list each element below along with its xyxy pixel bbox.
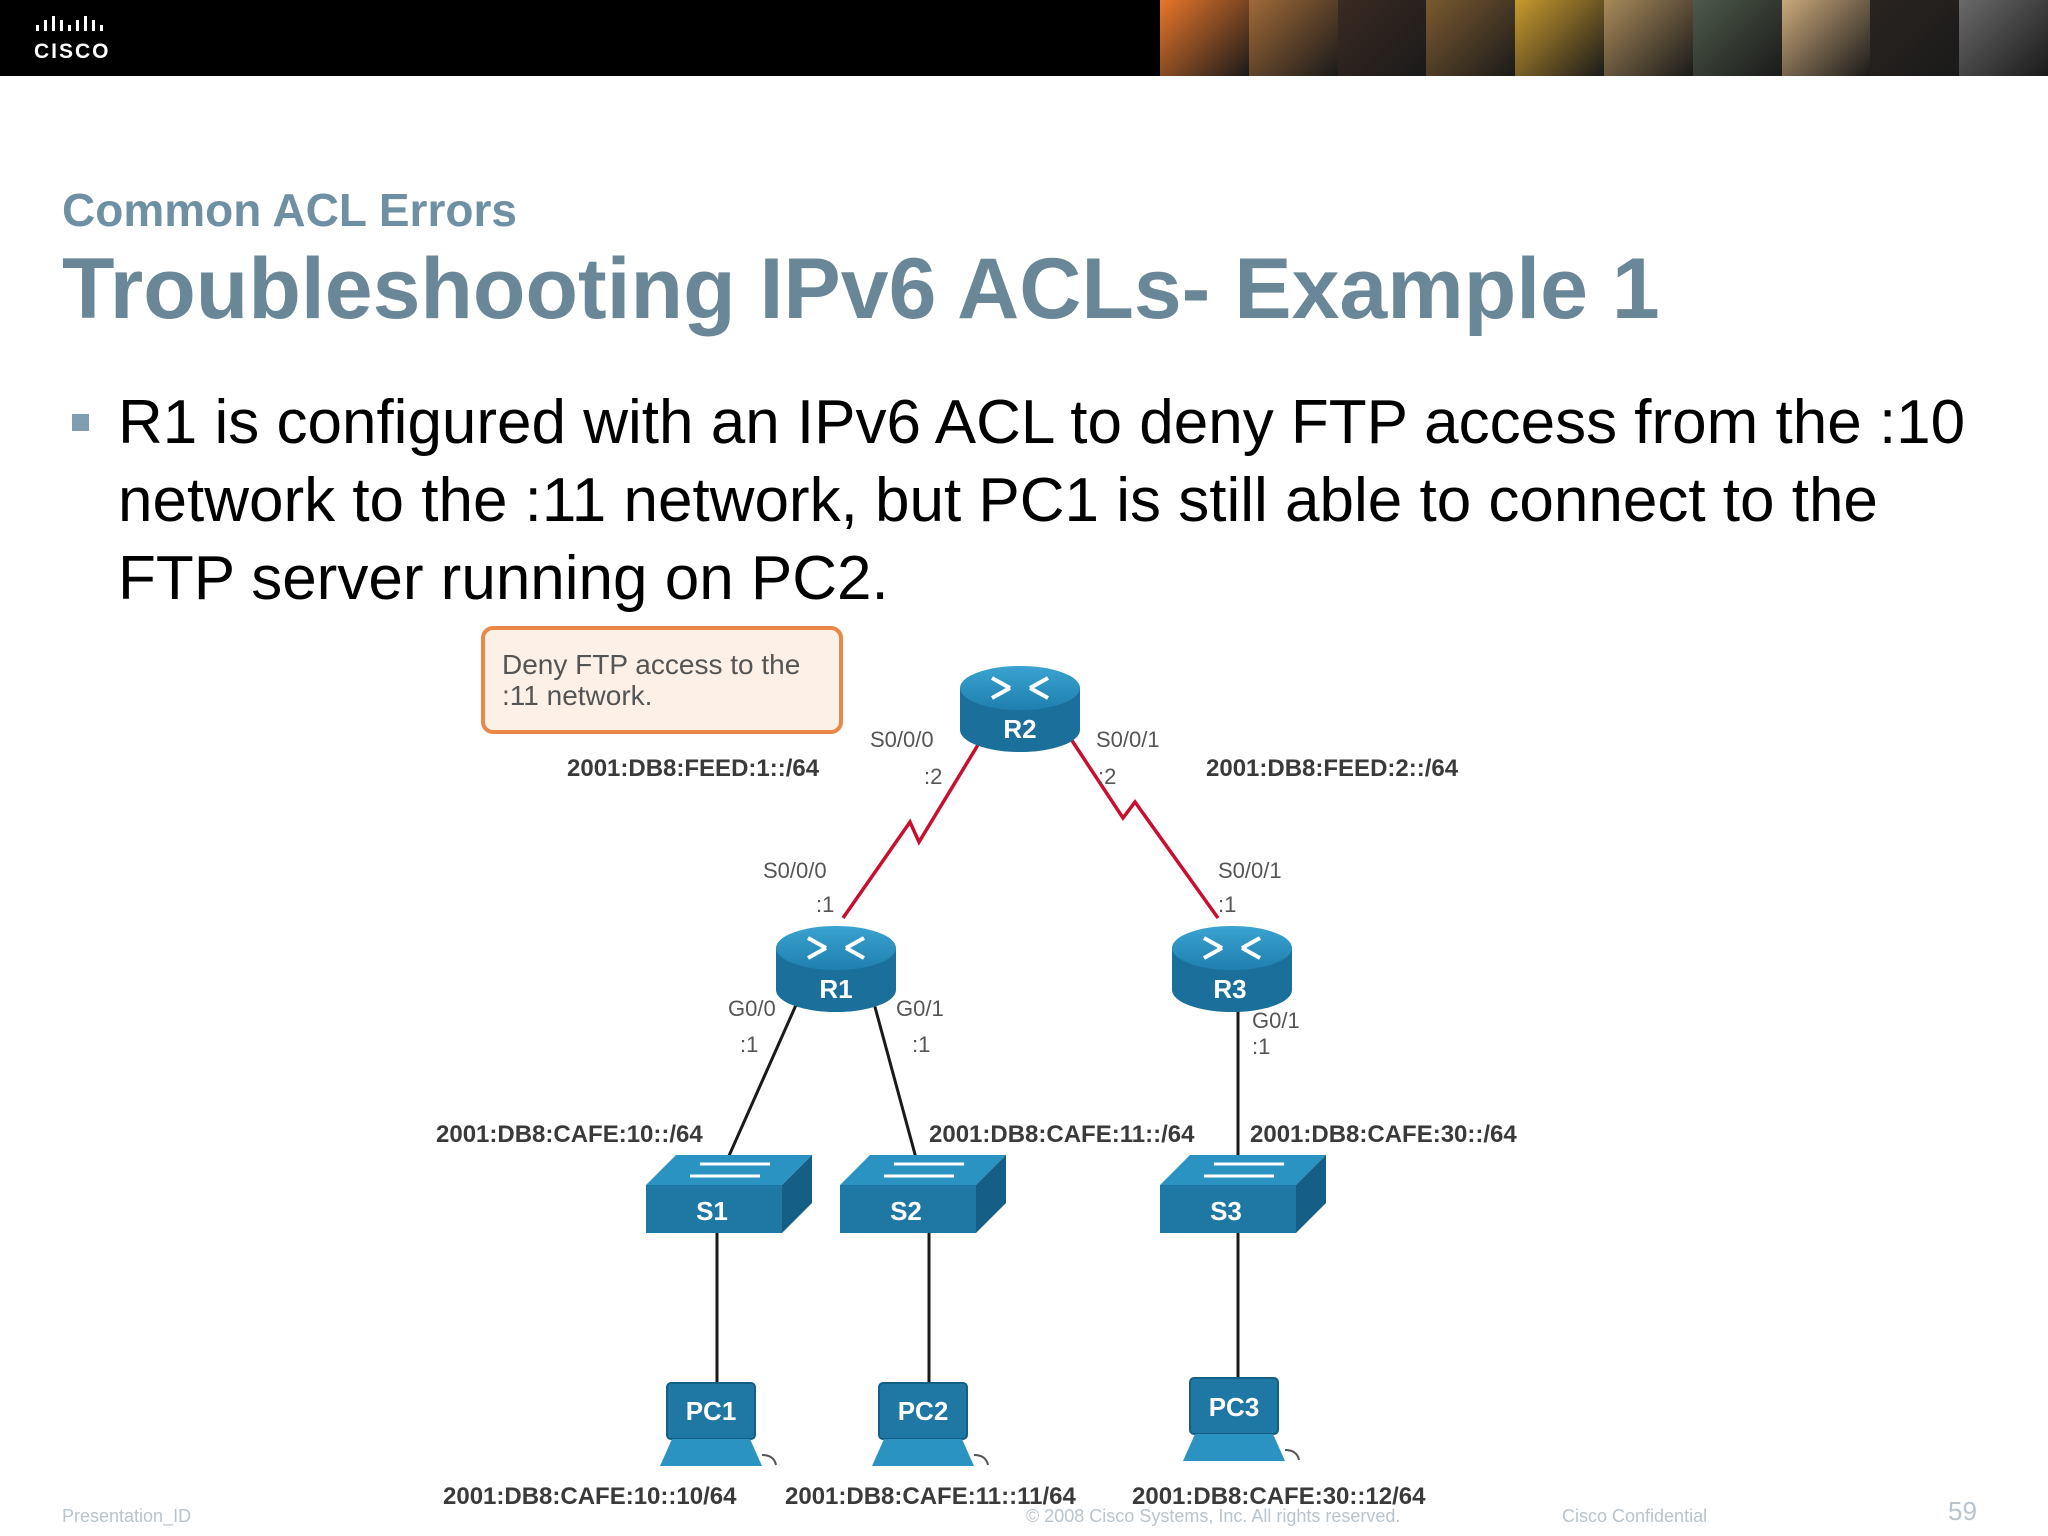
switch-arrows-icon	[1204, 1162, 1284, 1178]
link-r1-s2	[870, 995, 918, 1159]
footer-copyright: © 2008 Cisco Systems, Inc. All rights re…	[1026, 1506, 1401, 1526]
footer-confidential: Cisco Confidential	[1562, 1506, 1708, 1526]
router-r1-label: R1	[819, 974, 852, 1004]
r2-s001-addr: :2	[1098, 764, 1116, 789]
router-arrows-icon	[807, 936, 865, 960]
pc-2[interactable]: PC2	[872, 1382, 989, 1466]
network-cafe-30: 2001:DB8:CAFE:30::/64	[1250, 1121, 1517, 1148]
cisco-logo-icon	[36, 16, 103, 31]
header-photo	[1426, 0, 1516, 76]
router-r2[interactable]: R2	[960, 666, 1080, 752]
link-r1-s1	[726, 995, 802, 1159]
router-r3-label: R3	[1213, 974, 1246, 1004]
pc-3-label: PC3	[1209, 1392, 1260, 1422]
network-feed-2: 2001:DB8:FEED:2::/64	[1206, 755, 1459, 782]
pc-1-label: PC1	[686, 1396, 737, 1426]
pc-2-label: PC2	[898, 1396, 949, 1426]
bullet-text: R1 is configured with an IPv6 ACL to den…	[118, 388, 1966, 613]
header-photo	[1603, 0, 1693, 76]
r1-g00-label: G0/0	[728, 996, 776, 1021]
serial-link-r2-r3	[1063, 729, 1220, 920]
pc-1[interactable]: PC1	[660, 1382, 777, 1466]
r3-g01-label: G0/1	[1252, 1008, 1300, 1033]
bullet-marker	[72, 414, 89, 431]
network-feed-1: 2001:DB8:FEED:1::/64	[567, 755, 820, 782]
r1-g01-label: G0/1	[896, 996, 944, 1021]
serial-link-r1-r2	[841, 729, 989, 920]
header-photo	[1248, 0, 1338, 76]
r3-s001-label: S0/0/1	[1218, 858, 1282, 883]
switch-s3[interactable]: S3	[1160, 1155, 1326, 1233]
r1-g00-addr: :1	[740, 1032, 758, 1057]
network-cafe-10: 2001:DB8:CAFE:10::/64	[436, 1121, 703, 1148]
header-photo	[1515, 0, 1604, 76]
pc-2-address: 2001:DB8:CAFE:11::11/64	[785, 1483, 1076, 1510]
header-photo	[1337, 0, 1427, 76]
page-number: 59	[1948, 1496, 1977, 1526]
router-r3[interactable]: R3	[1172, 926, 1292, 1012]
switch-arrows-icon	[884, 1162, 964, 1178]
switch-s3-label: S3	[1210, 1196, 1242, 1226]
r2-s000-label: S0/0/0	[870, 727, 934, 752]
header-photo-strip	[1160, 0, 2048, 76]
switch-s2[interactable]: S2	[840, 1155, 1006, 1233]
pc-3-address: 2001:DB8:CAFE:30::12/64	[1132, 1483, 1426, 1510]
r2-s000-addr: :2	[924, 764, 942, 789]
r1-s000-label: S0/0/0	[763, 858, 827, 883]
switch-s1-label: S1	[696, 1196, 728, 1226]
header-photo	[1959, 0, 2048, 76]
r2-s001-label: S0/0/1	[1096, 727, 1160, 752]
header-photo	[1160, 0, 1249, 76]
header-photo	[1870, 0, 1960, 76]
acl-callout: Deny FTP access to the :11 network.	[481, 626, 843, 734]
router-r2-label: R2	[1003, 714, 1036, 744]
router-arrows-icon	[991, 676, 1049, 700]
callout-line-2: :11 network.	[502, 680, 652, 711]
router-r1[interactable]: R1	[776, 926, 896, 1012]
footer-presentation-id: Presentation_ID	[62, 1506, 192, 1526]
slide-title: Troubleshooting IPv6 ACLs- Example 1	[62, 241, 1660, 337]
r3-g01-addr: :1	[1252, 1034, 1270, 1059]
pc-3[interactable]: PC3	[1183, 1377, 1300, 1461]
logo-text: CISCO	[34, 40, 111, 63]
r3-s001-addr: :1	[1218, 892, 1236, 917]
header-photo	[1692, 0, 1782, 76]
pc-1-address: 2001:DB8:CAFE:10::10/64	[443, 1483, 737, 1510]
header-bar: CISCO	[0, 0, 2048, 76]
network-cafe-11: 2001:DB8:CAFE:11::/64	[929, 1121, 1195, 1148]
slide-subtitle: Common ACL Errors	[62, 184, 517, 236]
callout-line-1: Deny FTP access to the	[502, 649, 800, 680]
router-arrows-icon	[1203, 936, 1261, 960]
switch-arrows-icon	[690, 1162, 770, 1178]
header-photo	[1781, 0, 1871, 76]
r1-g01-addr: :1	[912, 1032, 930, 1057]
switch-s1[interactable]: S1	[646, 1155, 812, 1233]
switch-s2-label: S2	[890, 1196, 922, 1226]
r1-s000-addr: :1	[816, 892, 834, 917]
